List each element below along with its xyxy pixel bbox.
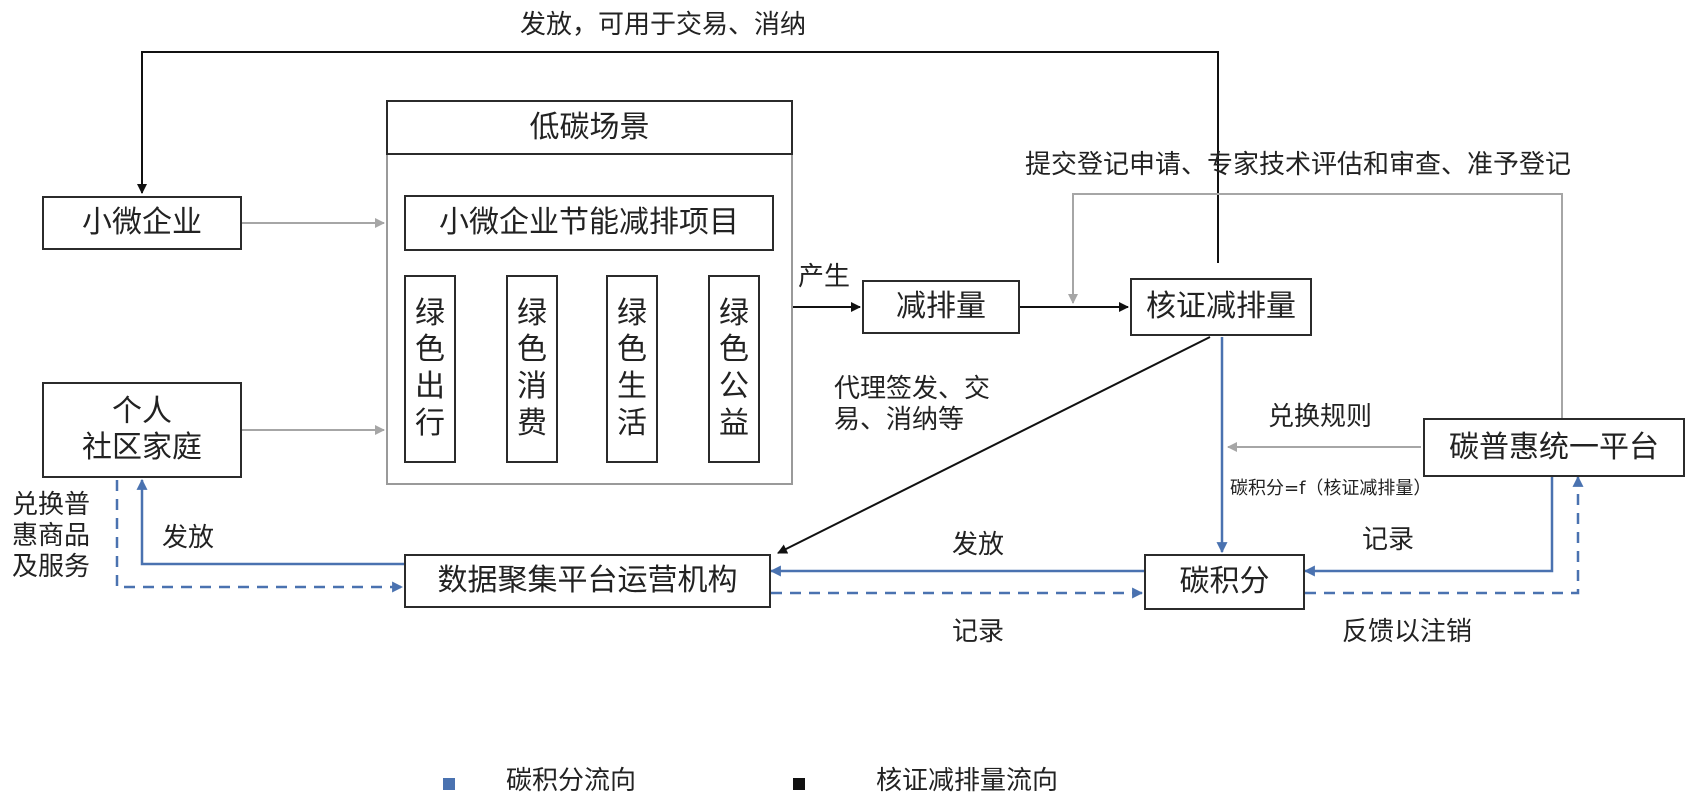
feedback-cancel-line: [1305, 475, 1584, 595]
carbon-inclusion-platform-box: 碳普惠统一平台: [1423, 418, 1685, 477]
exchange-rule-label: 兑换规则: [1268, 402, 1373, 432]
carbon-credit-box: 碳积分: [1144, 554, 1305, 610]
energy-saving-project: 小微企业节能减排项目: [404, 195, 774, 251]
feedback-cancel-label: 反馈以注销: [1342, 617, 1473, 647]
agent-line: [777, 336, 1211, 554]
operator-to-individual-line: [136, 478, 404, 566]
low-carbon-scene-title: 低碳场景: [386, 100, 793, 155]
exchange-goods-line: [115, 480, 404, 593]
legend-credit-swatch: [443, 778, 455, 790]
green-travel-box: 绿 色 出 行: [404, 275, 456, 463]
green-consumption-box: 绿 色 消 费: [506, 275, 558, 463]
individual-household-box: 个人 社区家庭: [42, 382, 242, 478]
legend-credit-label: 碳积分流向: [506, 766, 637, 796]
emission-reduction-box: 减排量: [862, 280, 1020, 334]
record-right-label: 记录: [1362, 525, 1415, 555]
submit-registration-line: [1068, 193, 1563, 418]
small-enterprise-box: 小微企业: [42, 196, 242, 250]
issue-mid-label: 发放: [952, 530, 1005, 560]
platform-to-credit-line: [1303, 477, 1554, 577]
issue-left-label: 发放: [162, 523, 215, 553]
green-life-box: 绿 色 生 活: [606, 275, 658, 463]
issue-tradable-label: 发放，可用于交易、消纳: [520, 10, 807, 40]
credit-formula-label: 碳积分=f（核证减排量）: [1230, 478, 1432, 499]
verified-reduction-box: 核证减排量: [1130, 278, 1312, 336]
exchange-goods-label: 兑换普 惠商品 及服务: [12, 490, 91, 583]
legend-verified-swatch: [793, 778, 805, 790]
registration-process-label: 提交登记申请、专家技术评估和审查、准予登记: [1025, 150, 1572, 180]
legend-verified-label: 核证减排量流向: [876, 766, 1059, 796]
green-welfare-box: 绿 色 公 益: [708, 275, 760, 463]
record-mid-label: 记录: [952, 617, 1005, 647]
data-platform-operator-box: 数据聚集平台运营机构: [404, 554, 771, 608]
issue-to-enterprise-line: [137, 51, 1219, 263]
agent-issue-label: 代理签发、交 易、消纳等: [834, 374, 991, 436]
produce-label: 产生: [798, 262, 851, 292]
